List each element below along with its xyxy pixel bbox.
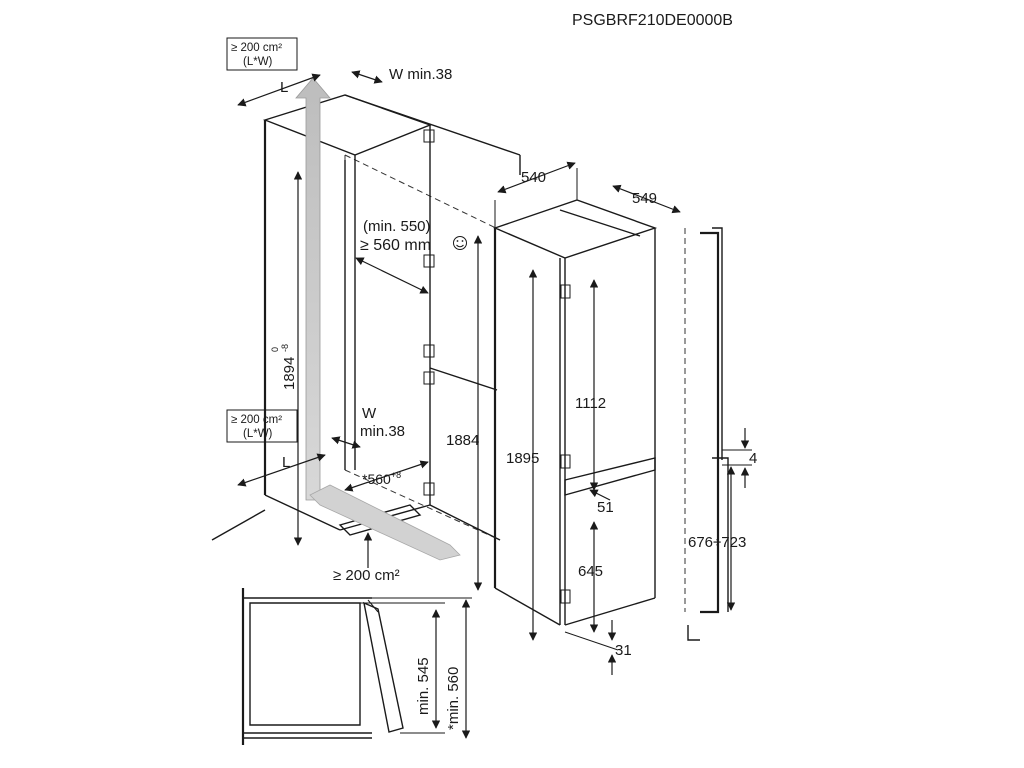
airflow-up-arrow xyxy=(295,77,331,501)
niche-floor-front xyxy=(264,494,341,531)
svg-text:0: 0 xyxy=(270,347,280,352)
svg-text:-8: -8 xyxy=(280,344,290,352)
door-clearance-dimension xyxy=(355,257,429,294)
appliance-top xyxy=(493,199,658,259)
door-gap-label: 51 xyxy=(597,499,614,516)
vent-mid-box: ≥ 200 cm² (L*W) xyxy=(226,409,298,443)
length-mid-label: L xyxy=(282,454,290,471)
door-clearance-note: (min. 550) xyxy=(363,218,431,235)
smiley-icon xyxy=(453,236,467,250)
length-mid-dimension xyxy=(237,453,326,487)
vent-top-box: ≥ 200 cm² (L*W) xyxy=(226,37,298,71)
plinth-grille xyxy=(338,504,422,536)
vent-bottom-label: ≥ 200 cm² xyxy=(333,567,400,584)
airflow-in-arrow xyxy=(309,484,461,561)
appliance-depth-label: 540 xyxy=(521,169,546,186)
bottom-offset-label: 31 xyxy=(615,642,632,659)
depth-star-label: *min. 560 xyxy=(445,667,462,730)
upper-door-label: 1112 xyxy=(575,395,606,412)
appliance-view: 540 549 1884 1895 1112 51 645 31 xyxy=(446,161,681,675)
panel-profile-edge xyxy=(700,231,720,614)
door-gap-dimension xyxy=(589,489,611,501)
appliance-hinges xyxy=(560,284,571,604)
model-code: PSGBRF210DE0000B xyxy=(572,12,733,29)
gap-top-label: W min.38 xyxy=(389,66,452,83)
floor-line xyxy=(211,509,266,541)
svg-text:1894: 1894 xyxy=(281,357,298,390)
panel-gap-label: 4 xyxy=(749,450,757,467)
depth-min-label: min. 545 xyxy=(415,657,432,715)
panel-range-label: 676÷723 xyxy=(688,534,746,551)
door-clearance-label: ≥ 560 mm xyxy=(360,237,431,254)
section-cabinet xyxy=(243,597,372,726)
lower-door-label: 645 xyxy=(578,563,603,580)
length-top-label: L xyxy=(280,79,288,96)
height-total-label: 1895 xyxy=(506,450,539,467)
niche-width-dimension xyxy=(344,460,429,492)
gap-mid-letter: W xyxy=(362,405,377,422)
svg-text:(L*W): (L*W) xyxy=(243,56,273,68)
section-door-swing xyxy=(363,601,404,733)
niche-top-plate xyxy=(262,94,432,156)
niche-view: L W min.38 ≥ 200 cm² (L*W) ≥ 200 cm² (L*… xyxy=(211,37,521,584)
height-hinge-label: 1884 xyxy=(446,432,479,449)
svg-text:(L*W): (L*W) xyxy=(243,428,273,440)
appliance-depth-dimension xyxy=(497,161,576,194)
niche-height-label: 1894 0 -8 xyxy=(270,344,298,390)
appliance-width-label: 549 xyxy=(632,190,657,207)
gap-top-dimension xyxy=(351,70,383,84)
niche-top-back-edge xyxy=(344,94,521,156)
side-section: min. 545 *min. 560 xyxy=(241,588,472,745)
panel-profile: 4 676÷723 xyxy=(684,227,757,641)
svg-text:≥ 200 cm²: ≥ 200 cm² xyxy=(231,414,282,426)
niche-hidden-edge xyxy=(344,154,501,231)
niche-width-label: *560+8 xyxy=(362,470,401,487)
door-split xyxy=(564,457,656,496)
gap-mid-label: min.38 xyxy=(360,423,405,440)
length-top-dimension xyxy=(237,73,321,107)
appliance-width-dimension xyxy=(612,184,681,214)
niche-hinges xyxy=(423,129,435,496)
svg-text:≥ 200 cm²: ≥ 200 cm² xyxy=(231,42,282,54)
gap-mid-dimension xyxy=(331,436,361,449)
bottom-offset-dimension xyxy=(564,631,619,651)
